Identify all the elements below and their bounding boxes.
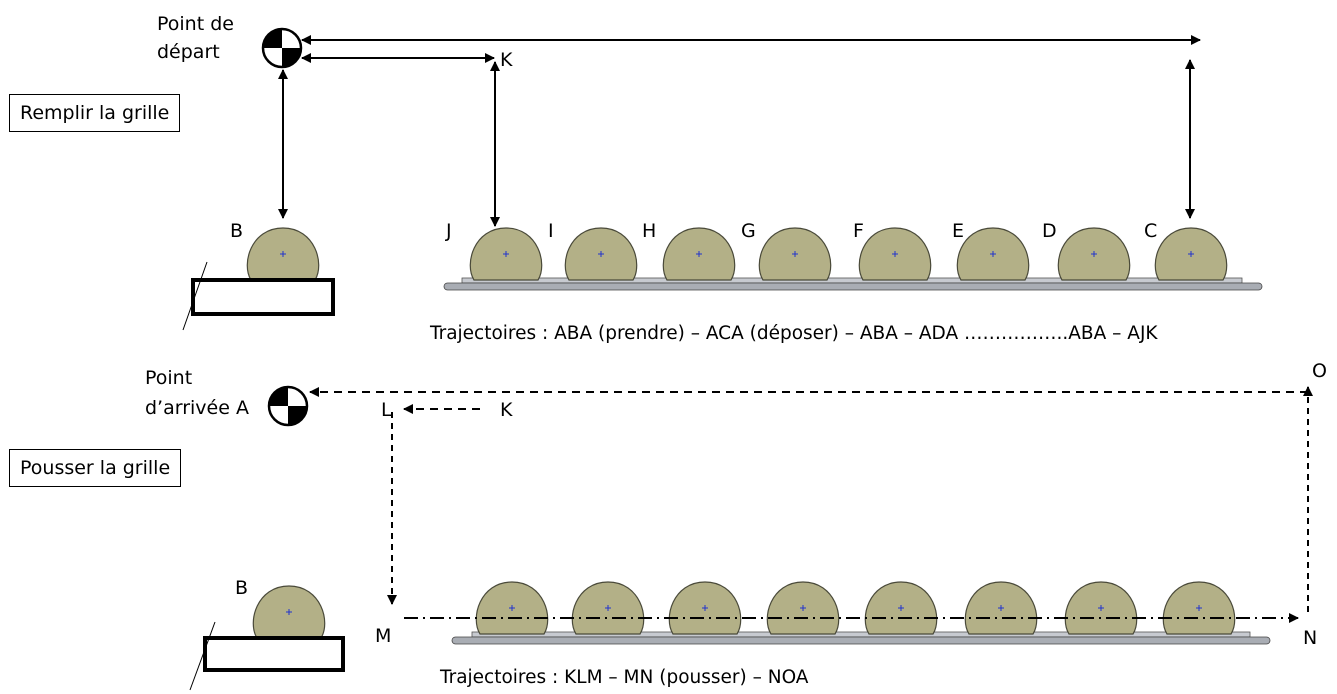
top-trajectories-caption: Trajectoires : ABA (prendre) – ACA (dépo… xyxy=(430,323,1158,344)
dough-j xyxy=(469,227,543,281)
point-l: L xyxy=(381,399,392,421)
point-n: N xyxy=(1303,627,1318,649)
point-h: H xyxy=(642,220,657,242)
dough-g xyxy=(758,227,832,281)
dough-bottom-5 xyxy=(864,581,938,635)
point-k-bottom: K xyxy=(500,399,513,421)
point-c: C xyxy=(1144,220,1158,242)
dough-b-top xyxy=(246,227,320,281)
path-arrows-top xyxy=(278,35,1201,227)
dough-bottom-1 xyxy=(475,581,549,635)
start-point-icon xyxy=(261,27,303,69)
dough-b-bottom xyxy=(252,585,326,639)
point-b-bottom: B xyxy=(235,577,249,599)
pickup-station-bottom xyxy=(189,585,345,691)
dough-bottom-4 xyxy=(766,581,840,635)
tray-top xyxy=(443,277,1263,291)
dough-e xyxy=(956,227,1030,281)
end-point-icon xyxy=(267,385,309,427)
dough-f xyxy=(858,227,932,281)
end-point-label-line2: d’arrivée A xyxy=(145,397,249,419)
dough-bottom-8 xyxy=(1162,581,1236,635)
end-point-label-line1: Point xyxy=(145,367,193,389)
dough-bottom-2 xyxy=(571,581,645,635)
dough-bottom-3 xyxy=(668,581,742,635)
dough-row-top xyxy=(469,227,1228,281)
tray-bottom xyxy=(451,631,1271,645)
fill-grid-box: Remplir la grille xyxy=(9,94,181,132)
point-b-top: B xyxy=(230,220,244,242)
point-e: E xyxy=(952,220,965,242)
dough-i xyxy=(564,227,638,281)
point-f: F xyxy=(853,220,864,242)
point-o: O xyxy=(1312,360,1327,382)
point-g: G xyxy=(741,220,756,242)
push-grid-box: Pousser la grille xyxy=(9,449,182,487)
point-j: J xyxy=(446,220,452,242)
dough-d xyxy=(1057,227,1131,281)
dough-c xyxy=(1154,227,1228,281)
dough-h xyxy=(662,227,736,281)
point-k-top: K xyxy=(500,49,513,71)
path-arrows-bottom xyxy=(309,386,1313,612)
start-point-label-line1: Point de xyxy=(157,13,234,35)
point-i: I xyxy=(548,220,554,242)
start-point-label-line2: départ xyxy=(157,41,220,63)
point-d: D xyxy=(1042,220,1057,242)
pickup-station-top xyxy=(182,227,335,331)
dough-bottom-6 xyxy=(964,581,1038,635)
point-m: M xyxy=(375,625,392,647)
dough-bottom-7 xyxy=(1064,581,1138,635)
dough-row-bottom xyxy=(475,581,1236,635)
bottom-trajectories-caption: Trajectoires : KLM – MN (pousser) – NOA xyxy=(440,667,809,688)
